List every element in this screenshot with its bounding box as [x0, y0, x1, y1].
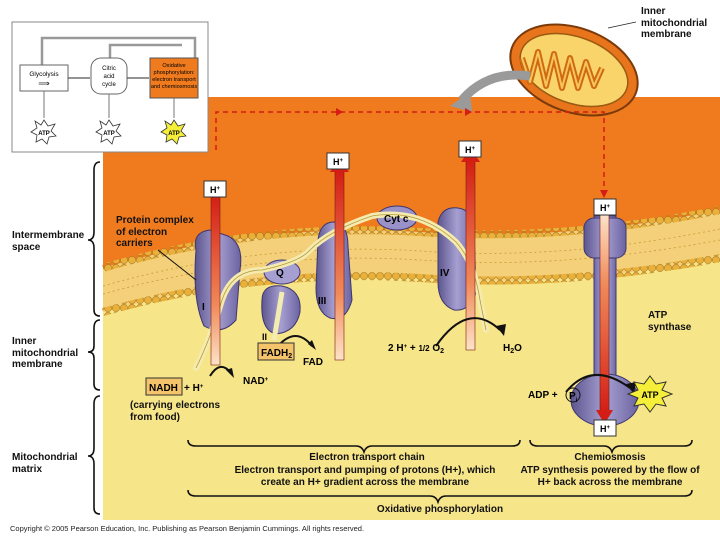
atp-product-label: ATP: [641, 390, 658, 400]
complex-I-label: I: [202, 302, 205, 313]
svg-text:ATP: ATP: [103, 131, 115, 137]
zoom-arrow: [462, 75, 530, 100]
inset-arrow-icon: ⟹: [38, 79, 50, 88]
chemiosmosis-title: Chemiosmosis: [560, 452, 660, 464]
etc-title: Electron transport chain: [282, 452, 452, 464]
inset-glycolysis-label: Glycolysis: [29, 71, 59, 78]
svg-text:ATP: ATP: [38, 131, 50, 137]
svg-text:Citric: Citric: [102, 66, 116, 72]
intermembrane-space-label: Intermembrane space: [12, 230, 88, 253]
svg-text:electron transport: electron transport: [152, 77, 196, 83]
etc-description: Electron transport and pumping of proton…: [220, 465, 510, 488]
nadh-label: NADH: [149, 383, 178, 394]
fad-label: FAD: [303, 357, 323, 368]
svg-text:acid: acid: [103, 74, 114, 80]
Q-label: Q: [276, 268, 284, 279]
overview-inset: Glycolysis ⟹ Citric acid cycle Oxidative…: [12, 22, 208, 152]
inner-membrane-top-label: Inner mitochondrial membrane: [641, 6, 717, 41]
svg-text:ATP: ATP: [168, 131, 180, 137]
water-reactants: 2 H+ + 1/2 O2: [388, 343, 444, 355]
inner-membrane-side-label: Inner mitochondrial membrane: [12, 336, 88, 371]
svg-text:Oxidative: Oxidative: [162, 63, 185, 69]
complex-IV-label: IV: [440, 268, 450, 279]
svg-text:cycle: cycle: [102, 82, 116, 88]
chemiosmosis-description: ATP synthesis powered by the flow of H+ …: [520, 465, 700, 488]
carrying-electrons-label: (carrying electrons from food): [130, 400, 240, 423]
oxphos-label: Oxidative phosphorylation: [350, 504, 530, 516]
copyright-text: Copyright © 2005 Pearson Education, Inc.…: [10, 524, 364, 533]
svg-text:FADH2: FADH2: [261, 348, 292, 360]
svg-text:and chemiosmosis: and chemiosmosis: [151, 84, 198, 90]
cyt-c-label: Cyt c: [384, 214, 409, 225]
adp-label: ADP +: [528, 390, 558, 401]
complex-II-label: II: [262, 332, 267, 342]
matrix-label: Mitochondrial matrix: [12, 452, 88, 475]
complex-III-label: III: [318, 296, 327, 307]
protein-complex-label: Protein complex of electron carriers: [116, 215, 202, 250]
atp-synthase-label: ATP synthase: [648, 310, 712, 333]
svg-text:phosphorylation:: phosphorylation:: [153, 70, 194, 76]
